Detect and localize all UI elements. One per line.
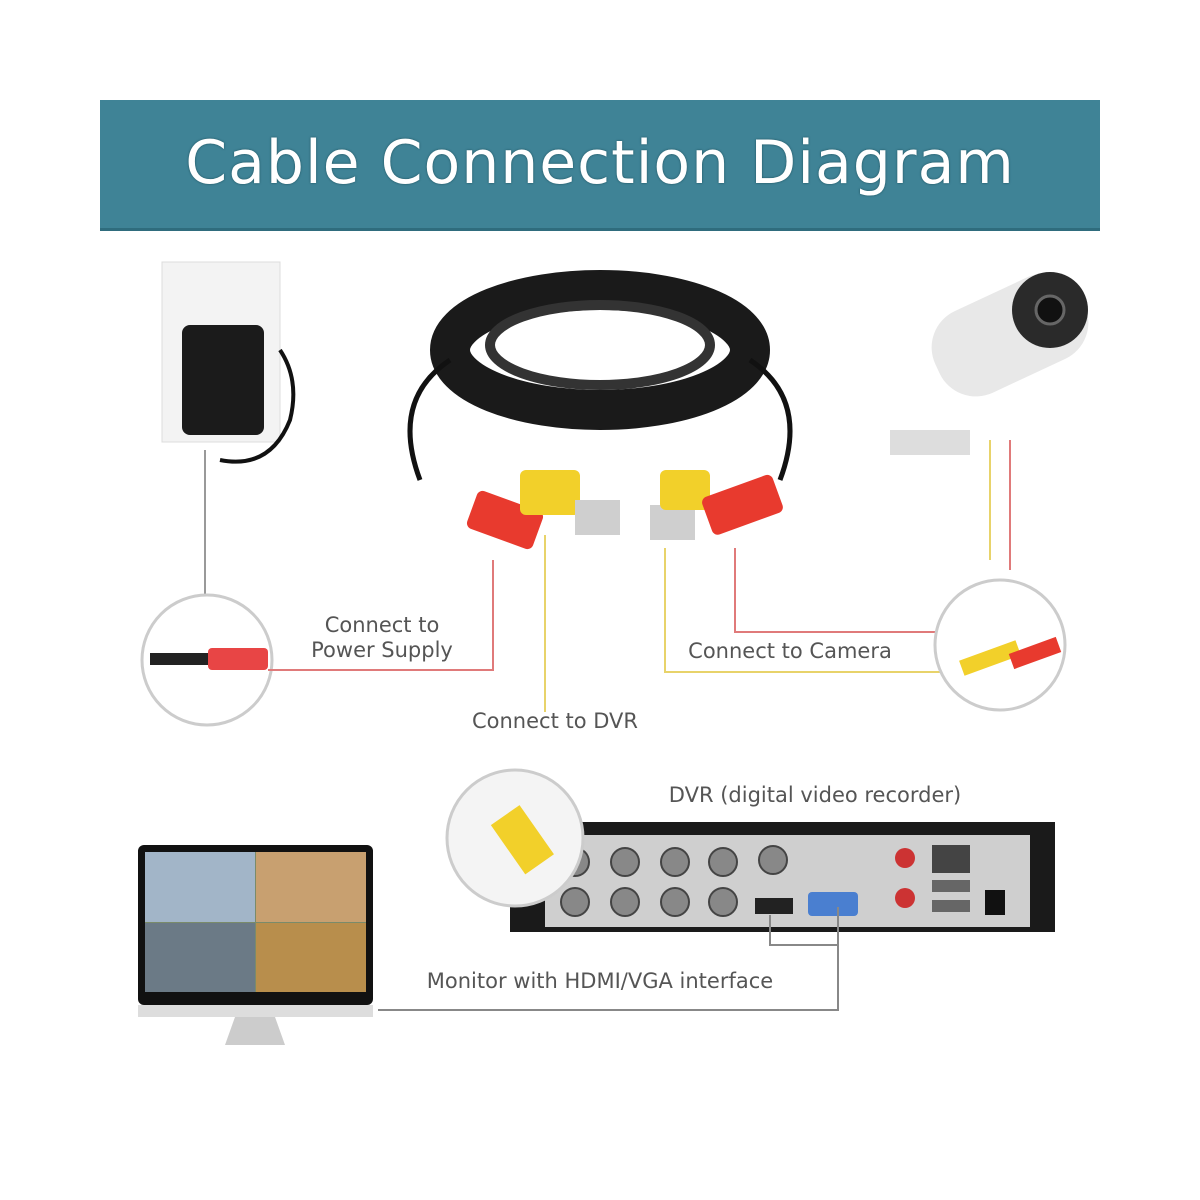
label-dvr: Connect to DVR bbox=[472, 709, 638, 733]
bnc-cable-image bbox=[407, 270, 793, 550]
dvr-image bbox=[510, 822, 1055, 932]
dvr-connector-closeup bbox=[445, 768, 585, 908]
page-title: Cable Connection Diagram bbox=[185, 128, 1015, 198]
label-camera: Connect to Camera bbox=[688, 639, 892, 663]
label-power-line2: Power Supply bbox=[311, 638, 453, 662]
power-adapter-image bbox=[161, 261, 296, 464]
camera-connector-closeup bbox=[933, 578, 1067, 712]
monitor-image bbox=[138, 845, 373, 1045]
label-monitor: Monitor with HDMI/VGA interface bbox=[427, 969, 773, 993]
camera-image bbox=[890, 272, 1089, 570]
power-plug-closeup bbox=[140, 593, 274, 727]
label-power-line1: Connect to bbox=[325, 613, 440, 637]
label-dvr-device: DVR (digital video recorder) bbox=[669, 783, 961, 807]
title-banner: Cable Connection Diagram bbox=[100, 100, 1100, 231]
